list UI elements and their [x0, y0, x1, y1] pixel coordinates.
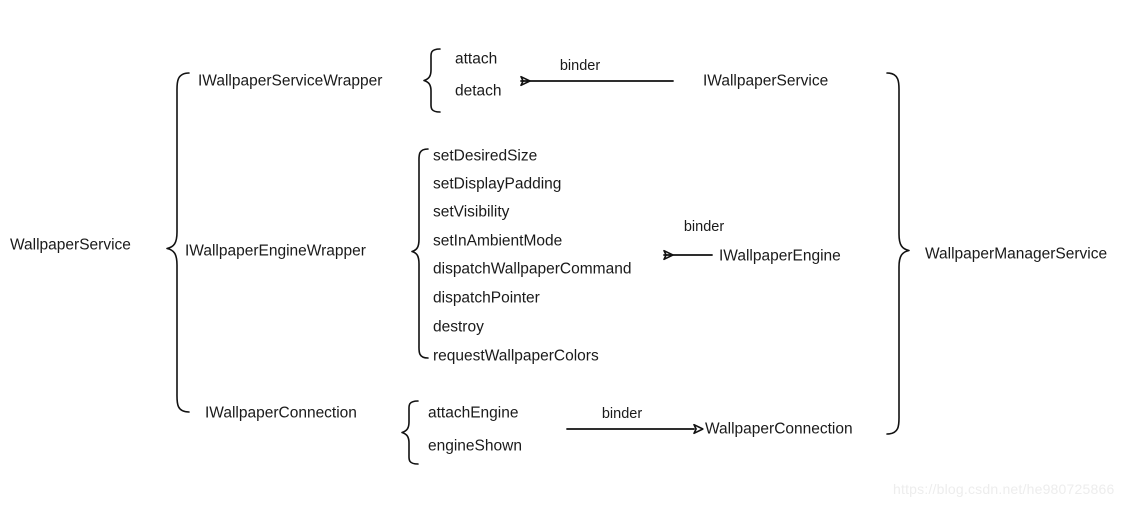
method-setdesiredsize: setDesiredSize	[433, 147, 538, 165]
remote-label-wallpaperconnection: WallpaperConnection	[705, 420, 853, 438]
method-detach: detach	[455, 82, 502, 100]
group-label-engine-wrapper: IWallpaperEngineWrapper	[185, 242, 366, 260]
brace-right-root	[886, 72, 910, 435]
group-label-service-wrapper: IWallpaperServiceWrapper	[198, 72, 383, 90]
remote-label-iwallpaperservice: IWallpaperService	[703, 72, 829, 90]
method-attachengine: attachEngine	[428, 404, 519, 422]
method-requestwallpapercolors: requestWallpaperColors	[433, 347, 599, 365]
method-dispatchwallpapercommand: dispatchWallpaperCommand	[433, 260, 632, 278]
brace-engine-wrapper	[411, 148, 429, 359]
arrow-label-binder-connection: binder	[601, 405, 643, 422]
arrow-label-binder-engine: binder	[683, 218, 725, 235]
method-setdisplaypadding: setDisplayPadding	[433, 175, 562, 193]
arrow-label-binder-service: binder	[559, 57, 601, 74]
method-dispatchpointer: dispatchPointer	[433, 289, 540, 307]
method-attach: attach	[455, 50, 498, 68]
remote-label-iwallpaperengine: IWallpaperEngine	[719, 247, 841, 265]
brace-connection	[401, 400, 419, 465]
method-destroy: destroy	[433, 318, 484, 336]
method-engineshown: engineShown	[428, 437, 522, 455]
method-setinambientmode: setInAmbientMode	[433, 232, 563, 250]
brace-service-wrapper	[423, 48, 441, 113]
root-label-wallpaperservice: WallpaperService	[10, 236, 131, 254]
method-setvisibility: setVisibility	[433, 203, 510, 221]
root-label-wallpapermanagerservice: WallpaperManagerService	[925, 245, 1108, 263]
group-label-connection: IWallpaperConnection	[205, 404, 357, 422]
watermark: https://blog.csdn.net/he980725866	[893, 481, 1115, 497]
